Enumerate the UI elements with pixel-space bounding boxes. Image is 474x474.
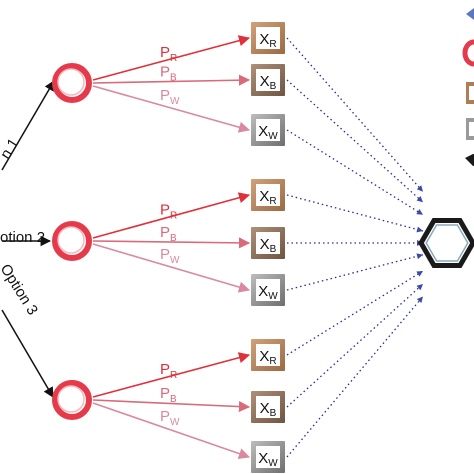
dotted-arrowhead — [416, 185, 423, 192]
prob-arrow-2-3 — [92, 243, 251, 293]
prob-label: PR — [160, 361, 177, 381]
prob-label: PB — [160, 385, 177, 405]
outcome-box-label: XW — [258, 123, 278, 142]
prob-label: PR — [160, 44, 177, 64]
prob-label: PW — [160, 246, 180, 266]
outcome-box-label: XB — [260, 400, 277, 419]
prob-label: PB — [160, 224, 177, 244]
outcome-box-label: XR — [259, 348, 276, 367]
prob-arrow-2-2 — [92, 237, 251, 249]
prob-arrow-1-2 — [92, 74, 251, 86]
prob-arrow-1-3 — [92, 85, 251, 133]
dotted-link — [286, 129, 424, 216]
prob-arrow-2-1 — [92, 192, 251, 239]
outcome-box-label: XW — [258, 283, 278, 302]
dotted-link — [286, 37, 424, 193]
dotted-arrowhead — [416, 226, 423, 233]
dotted-link — [286, 254, 424, 291]
dotted-link — [286, 270, 424, 356]
dotted-link — [286, 194, 424, 232]
prob-arrow-3-2 — [92, 399, 251, 413]
dotted-link — [286, 296, 424, 458]
prob-label: PB — [160, 64, 177, 84]
prob-label: PR — [160, 202, 177, 222]
outcome-box-label: XB — [260, 73, 277, 92]
option-label-2: otion 2 — [0, 229, 45, 246]
dotted-link — [286, 283, 424, 408]
dotted-arrowhead — [416, 253, 423, 260]
dotted-arrowhead — [416, 284, 423, 291]
dotted-arrowhead — [416, 296, 423, 304]
hexagon-target — [418, 217, 474, 269]
prob-arrow-3-3 — [92, 402, 251, 459]
dotted-arrowhead — [416, 196, 423, 203]
option-arrow-1 — [1, 80, 55, 171]
prob-arrow-3-1 — [92, 352, 251, 398]
outcome-box-label: XB — [260, 236, 277, 255]
prob-arrow-1-1 — [92, 35, 251, 81]
prob-label: PW — [160, 87, 180, 107]
dotted-arrowhead — [416, 271, 423, 277]
outcome-box-label: XW — [258, 450, 278, 469]
legend-hexagon-marker — [465, 154, 474, 166]
outcome-box-label: XR — [259, 188, 276, 207]
dotted-link — [286, 79, 424, 203]
dotted-arrowhead — [416, 209, 423, 215]
legend-ring-marker — [462, 39, 474, 67]
prob-label: PW — [160, 408, 180, 428]
option-arrow-3 — [1, 309, 54, 398]
legend-blue-marker — [466, 8, 474, 20]
outcome-box-label: XR — [259, 31, 276, 50]
option-label-3: Option 3 — [0, 261, 41, 318]
